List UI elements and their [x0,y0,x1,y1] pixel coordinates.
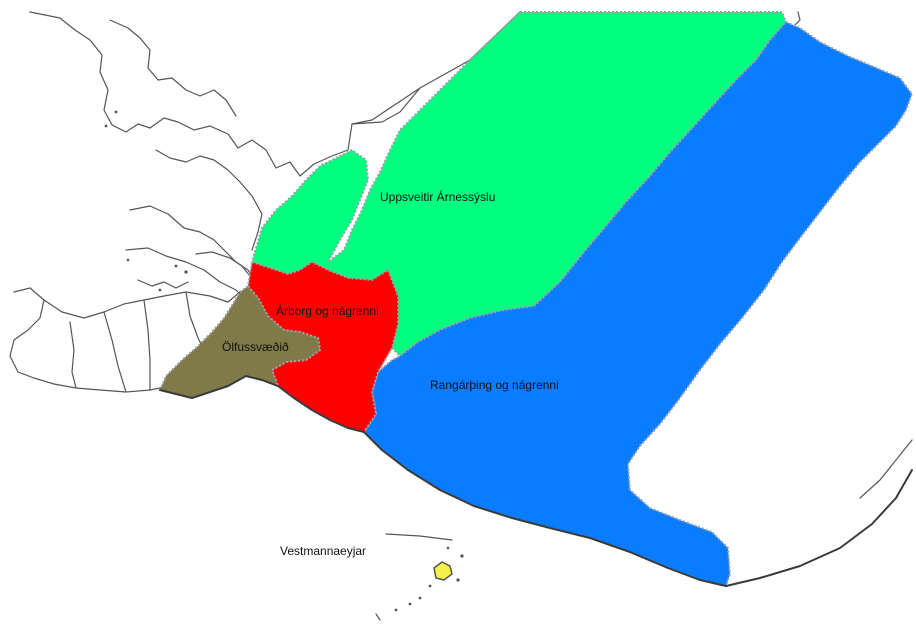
label-rangarthing: Rangárþing og nágrenni [430,378,559,392]
islet [456,578,460,582]
islet [394,608,398,612]
coastline-north [155,149,263,251]
region-uppsveitir[interactable] [251,11,787,357]
region-olfus[interactable] [159,285,321,399]
outline-small-1 [137,279,189,289]
islet [446,546,450,550]
outline-border-1 [69,321,77,389]
region-vestmannaeyjar[interactable] [433,561,453,581]
vestmannaeyjar-border-line [385,533,453,541]
interior-outline [351,87,421,125]
coastline-south [159,375,913,587]
vestmannaeyjar-islands [375,533,464,621]
label-uppsveitir: Uppsveitir Árnessýslu [380,190,496,204]
islet [158,288,162,292]
outline-east [859,439,913,499]
islet [375,613,381,621]
coastline-west [29,11,521,177]
outline-peninsula-1 [129,205,256,281]
islet [104,124,108,128]
outline-border-3 [143,299,151,391]
islet [418,596,422,600]
islet [460,554,464,558]
outline-border-2 [103,311,127,393]
islet [114,110,118,114]
islet [126,258,130,262]
islet [184,270,188,274]
islet [174,264,178,268]
islet [428,584,432,588]
label-olfus: Ölfussvæðið [222,340,289,354]
coastline-fjord [109,19,237,117]
outline-peninsula-2 [125,247,247,301]
outline-reykjanes [9,287,177,393]
label-arborg: Árborg og nágrenni [276,304,379,318]
outline-capital [195,251,251,277]
outline-reykjanes-2 [43,291,241,319]
west-islets [104,110,188,292]
label-vestmannaeyjar: Vestmannaeyjar [280,544,367,558]
islet [408,602,412,606]
